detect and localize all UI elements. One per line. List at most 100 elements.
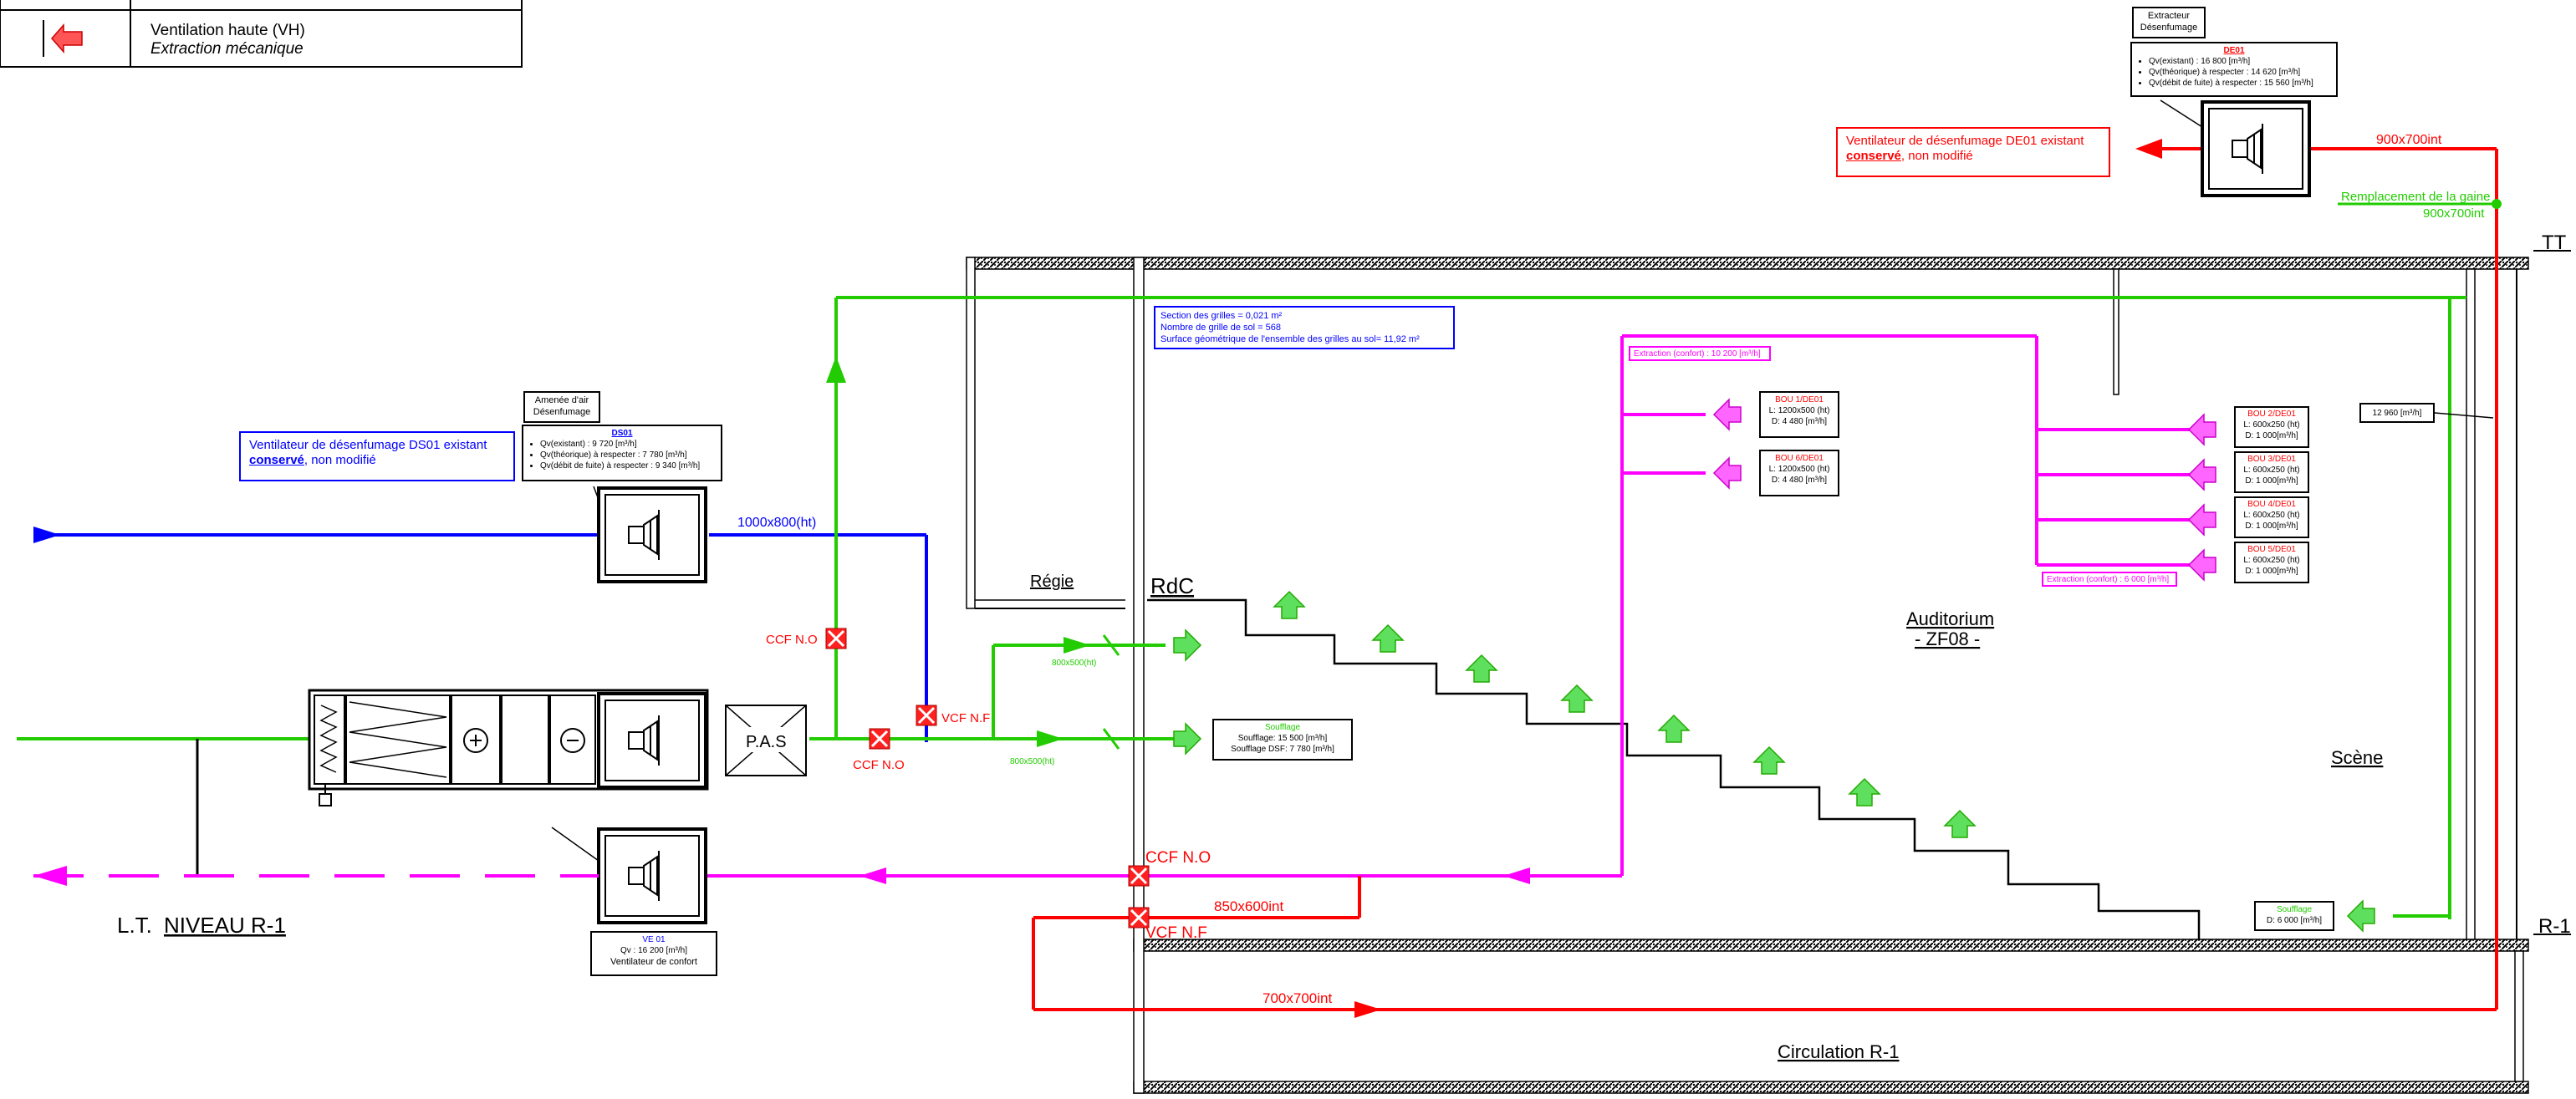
supply-duct (17, 296, 2466, 919)
floor-grille-icon (1944, 810, 1976, 838)
zone-zf-label: - ZF08 - (1915, 628, 1980, 649)
zone-auditorium-label: Auditorium (1906, 608, 1994, 629)
vcf-label-2: VCF N.F (1145, 924, 1207, 942)
ds01-duct-size: 1000x800(ht) (737, 516, 816, 530)
ccf-damper-icon (868, 727, 891, 750)
scene-supply-diffuser-icon (2347, 900, 2375, 932)
bou-size: L: 1200x500 (ht) (1768, 406, 1830, 415)
ccf-label-3: CCF N.O (1145, 849, 1211, 867)
zone-circulation-label: Circulation R-1 (1778, 1041, 1900, 1062)
ds01-info-box: DS01 Qv(existant) : 9 720 [m³/h] Qv(théo… (522, 425, 722, 481)
ccf-label-2: CCF N.O (853, 758, 905, 772)
de01-note-line2: conservé, non modifié (1846, 149, 2100, 164)
supply-diffuser-icon (1173, 723, 1201, 755)
bou-id: BOU 6/DE01 (1775, 454, 1824, 463)
building-structure (966, 250, 2571, 1094)
bou-flow: D: 4 480 [m³/h] (1771, 476, 1828, 485)
ve01-fan-icon (597, 827, 707, 924)
pas-label: P.A.S (746, 733, 787, 751)
floor-grille-icon (1466, 654, 1497, 683)
ds01-note-bold: conservé (249, 453, 304, 467)
extract-grille-icon (1713, 457, 1742, 489)
bou-flow: D: 1 000[m³/h] (2245, 476, 2298, 486)
smoke-extract-duct (1032, 139, 2502, 1018)
extract-grille-icon (1713, 399, 1742, 430)
soufflage-scene-line: D: 6 000 [m³/h] (2266, 916, 2323, 925)
ds01-note-line2: conservé, non modifié (249, 453, 505, 468)
smoke-outlet-arrow (2135, 139, 2162, 159)
vcf-damper-icon (915, 704, 938, 727)
gaine-size: 900x700int (2423, 206, 2485, 221)
ve01-id: VE 01 (642, 935, 666, 944)
ds01-spec-line: Qv(existant) : 9 720 [m³/h] (540, 439, 716, 450)
lt-prefix-label: L.T. (117, 913, 152, 938)
fresh-air-inlet-arrow (33, 527, 60, 543)
soufflage-box: Soufflage Soufflage: 15 500 [m³/h] Souff… (1212, 719, 1353, 761)
bou-size: L: 600x250 (ht) (2243, 556, 2300, 565)
flow-box: 12 960 [m³/h] (2359, 403, 2435, 423)
ahu-fan-icon (597, 692, 707, 789)
grilles-line: Section des grilles = 0,021 m² (1160, 311, 1283, 321)
ds01-header-line1: Amenée d'air (534, 395, 589, 405)
ds01-header-box: Amenée d'air Désenfumage (523, 391, 600, 423)
de01-specs: Qv(existant) : 16 800 [m³/h] Qv(théoriqu… (2137, 56, 2331, 89)
de01-spec-line: Qv(débit de fuite) à respecter : 15 560 … (2149, 78, 2331, 89)
bou-id: BOU 3/DE01 (2247, 455, 2296, 464)
grilles-info: Section des grilles = 0,021 m² Nombre de… (1154, 306, 1455, 349)
ccf-damper-icon (824, 627, 848, 650)
de01-header-line2: Désenfumage (2140, 23, 2198, 33)
bou-flow: D: 1 000[m³/h] (2245, 522, 2298, 531)
bou-box: BOU 3/DE01 L: 600x250 (ht) D: 1 000[m³/h… (2234, 451, 2309, 493)
ds01-spec-line: Qv(débit de fuite) à respecter : 9 340 [… (540, 460, 716, 471)
pas-box (725, 705, 807, 776)
ds01-note-line1: Ventilateur de désenfumage DS01 existant (249, 438, 487, 452)
de01-duct-size: 900x700int (2376, 133, 2442, 147)
duct-700-label: 700x700int (1262, 990, 1332, 1006)
de01-spec-line: Qv(existant) : 16 800 [m³/h] (2149, 56, 2331, 67)
de01-header-line1: Extracteur (2147, 11, 2191, 21)
bou-box: BOU 4/DE01 L: 600x250 (ht) D: 1 000[m³/h… (2234, 496, 2309, 538)
ds01-fan-icon (597, 486, 707, 583)
ccf-label-1: CCF N.O (766, 633, 818, 647)
de01-spec-line: Qv(théorique) à respecter : 14 620 [m³/h… (2149, 67, 2331, 78)
ds01-specs: Qv(existant) : 9 720 [m³/h] Qv(théorique… (528, 439, 716, 471)
legend-sublabel: Extraction mécanique (150, 40, 304, 58)
de01-fan-icon (2201, 100, 2311, 197)
extract-duct (33, 334, 2196, 886)
supply-diffuser-icon (1173, 629, 1201, 661)
de01-id: DE01 (2223, 46, 2245, 55)
zone-r1-label: R-1 (2538, 915, 2571, 938)
de01-note-rest: , non modifié (1900, 149, 1973, 163)
ve01-box: VE 01 Qv : 16 200 [m³/h] Ventilateur de … (590, 931, 717, 976)
extract-grille-icon (2188, 414, 2216, 445)
de01-info-box: DE01 Qv(existant) : 16 800 [m³/h] Qv(thé… (2130, 42, 2338, 97)
floor-grille-icon (1849, 778, 1880, 806)
legend: Ventilation haute (VH) Extraction mécani… (0, 0, 523, 68)
bou-size: L: 600x250 (ht) (2243, 511, 2300, 520)
extract-grille-icon (2188, 549, 2216, 581)
soufflage-scene-title: Soufflage (2276, 905, 2313, 914)
zone-rdc-label: RdC (1150, 573, 1194, 598)
duct-850-label: 850x600int (1214, 898, 1283, 914)
lt-niveau-label: NIVEAU R-1 (164, 913, 286, 938)
gaine-label: Remplacement de la gaine (2341, 190, 2490, 204)
bou-size: L: 1200x500 (ht) (1768, 465, 1830, 474)
floor-grille-icon (1658, 715, 1690, 743)
floor-grille-icon (1372, 624, 1404, 653)
bou-id: BOU 2/DE01 (2247, 410, 2296, 419)
extraction-left-label: Extraction (confort) : 10 200 [m³/h] (1629, 346, 1771, 361)
ds01-spec-line: Qv(théorique) à respecter : 7 780 [m³/h] (540, 450, 716, 460)
soufflage-line: Soufflage DSF: 7 780 [m³/h] (1231, 745, 1334, 754)
de01-note-line1: Ventilateur de désenfumage DE01 existant (1846, 134, 2084, 148)
legend-label: Ventilation haute (VH) (150, 22, 305, 39)
bou-id: BOU 4/DE01 (2247, 500, 2296, 509)
extraction-right-label: Extraction (confort) : 6 000 [m³/h] (2042, 572, 2177, 587)
extract-grille-icon (2188, 504, 2216, 536)
ds01-note-rest: , non modifié (304, 453, 376, 467)
bou-box: BOU 5/DE01 L: 600x250 (ht) D: 1 000[m³/h… (2234, 542, 2309, 583)
ds01-id: DS01 (611, 429, 633, 438)
bou-size: L: 600x250 (ht) (2243, 466, 2300, 475)
ve01-name: Ventilateur de confort (610, 957, 697, 967)
zone-scene-label: Scène (2331, 747, 2383, 768)
ccf-damper-icon (1127, 864, 1150, 888)
